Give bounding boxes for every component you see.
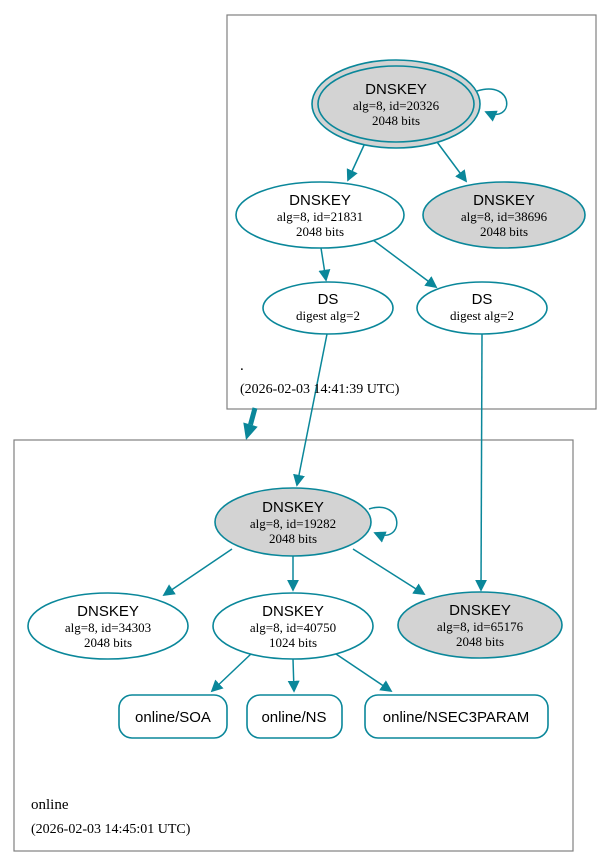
node-title: DNSKEY [262,603,324,620]
node-detail: 2048 bits [480,224,528,239]
node-detail: 2048 bits [296,224,344,239]
node-dnskey-65176: DNSKEY alg=8, id=65176 2048 bits [397,591,563,659]
node-detail: alg=8, id=21831 [277,209,363,224]
edge-21831-ds-right [372,239,438,289]
node-rrset-nsec3param: online/NSEC3PARAM [364,694,549,739]
node-detail: alg=8, id=65176 [437,619,524,634]
node-title: DNSKEY [77,603,139,620]
node-title: DS [472,291,493,308]
node-detail: alg=8, id=40750 [250,620,336,635]
node-dnskey-40750: DNSKEY alg=8, id=40750 1024 bits [212,592,374,660]
node-detail: alg=8, id=38696 [461,209,548,224]
edge-40750-soa [210,652,253,693]
edges-cross-zone [243,333,488,592]
edge-selfsign-20326 [476,88,508,122]
node-title: DNSKEY [473,192,535,209]
edge-20326-38696 [436,141,468,183]
node-detail: alg=8, id=19282 [250,516,336,531]
node-detail: 2048 bits [269,531,317,546]
edge-20326-21831 [346,142,366,182]
node-detail: digest alg=2 [450,308,514,323]
node-dnskey-19282: DNSKEY alg=8, id=19282 2048 bits [214,487,372,557]
node-title: DNSKEY [365,81,427,98]
edge-delegation-arrowhead [243,422,258,440]
rrset-label: online/SOA [135,709,211,726]
node-detail: 2048 bits [372,113,420,128]
edge-dsleft-19282 [293,333,328,487]
node-rrset-ns: online/NS [246,694,343,739]
node-rrset-soa: online/SOA [118,694,228,739]
edges-root [318,88,508,289]
node-title: DNSKEY [262,499,324,516]
node-title: DNSKEY [289,192,351,209]
node-dnskey-34303: DNSKEY alg=8, id=34303 2048 bits [27,592,189,660]
node-dnskey-21831: DNSKEY alg=8, id=21831 2048 bits [235,181,405,249]
edge-selfsign-19282 [368,506,398,543]
node-dnskey-38696: DNSKEY alg=8, id=38696 2048 bits [422,181,586,249]
edge-40750-nsec3param [335,653,393,693]
node-detail: 1024 bits [269,635,317,650]
zone-box-online [13,439,574,852]
edge-21831-ds-left [318,247,331,282]
node-title: DNSKEY [449,602,511,619]
edge-dsright-65176 [475,333,488,592]
node-detail: 2048 bits [84,635,132,650]
node-detail: 2048 bits [456,634,504,649]
node-title: DS [318,291,339,308]
zone-box-root [226,14,597,410]
edge-19282-65176 [352,548,426,595]
node-detail: alg=8, id=34303 [65,620,151,635]
node-ds-left: DS digest alg=2 [262,281,394,335]
zone-timestamp-online: (2026-02-03 14:45:01 UTC) [31,822,191,837]
edge-40750-ns [287,658,300,693]
node-dnskey-20326: DNSKEY alg=8, id=20326 2048 bits [311,59,481,149]
node-ds-right: DS digest alg=2 [416,281,548,335]
rrset-label: online/NSEC3PARAM [383,709,529,726]
zone-timestamp-root: (2026-02-03 14:41:39 UTC) [240,382,400,397]
edge-delegation-shaft [248,407,258,426]
zone-label-online: online [31,797,69,813]
zone-label-root: . [240,358,244,374]
edges-online [162,506,426,693]
node-detail: digest alg=2 [296,308,360,323]
edge-19282-34303 [162,548,233,597]
node-detail: alg=8, id=20326 [353,98,440,113]
rrset-label: online/NS [261,709,326,726]
